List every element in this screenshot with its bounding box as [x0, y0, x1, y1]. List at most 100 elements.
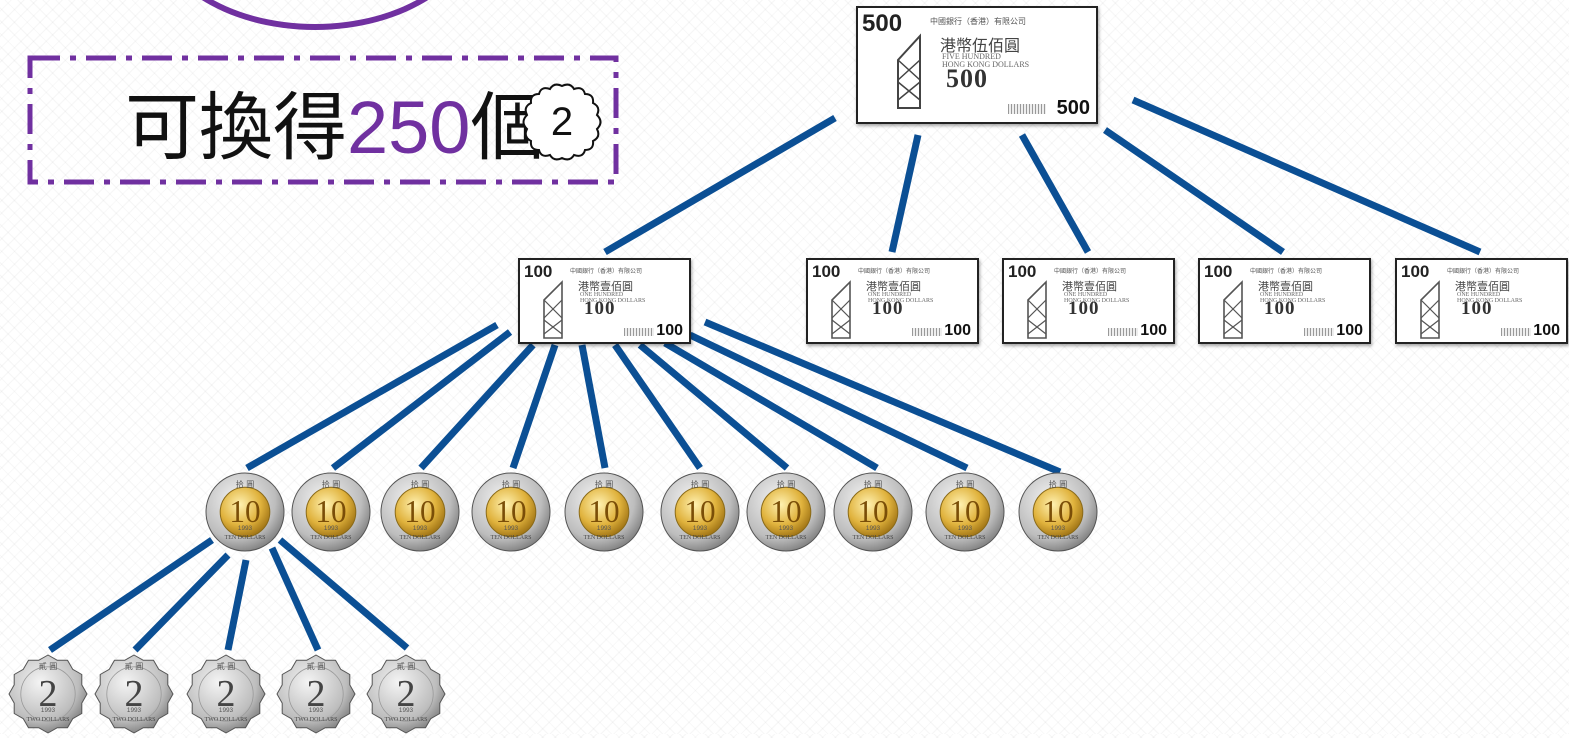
coin-value: 10 — [588, 493, 620, 529]
caption-box — [27, 55, 619, 185]
coin-top-text: 拾 圓 — [863, 480, 883, 490]
note-corner-value: 100 — [1204, 262, 1233, 281]
note-subtitle-2: HONG KONG DOLLARS — [580, 298, 646, 304]
coin-value: 10 — [315, 493, 347, 529]
coin-value: 10 — [857, 493, 889, 529]
bank-tower-icon — [897, 33, 921, 109]
note-corner-value: 100 — [1401, 262, 1430, 281]
step-badge-number: 2 — [550, 100, 574, 144]
coin-value: 2 — [306, 672, 326, 715]
coin-value: 10 — [1042, 493, 1074, 529]
connector-line — [1131, 96, 1482, 256]
ten-dollar-coin-icon — [746, 472, 826, 552]
coin-top-text: 拾 圓 — [501, 480, 521, 490]
connector-line — [224, 559, 250, 651]
coin-year: 1993 — [412, 524, 428, 532]
note-subtitle-1: ONE HUNDRED — [1260, 292, 1304, 298]
two-dollar-coin-icon — [276, 654, 356, 734]
note-barcode — [1304, 328, 1334, 336]
coin-top-text: 拾 圓 — [1048, 480, 1068, 490]
connector-line — [703, 318, 1062, 476]
coin-rim-text: TEN DOLLARS — [399, 535, 441, 542]
coin-rim-text: TEN DOLLARS — [852, 535, 894, 542]
note-subtitle-1: ONE HUNDRED — [580, 292, 624, 298]
coin-top-text: 拾 圓 — [594, 480, 614, 490]
connector-line — [277, 537, 410, 651]
bank-tower-icon — [1027, 280, 1047, 339]
coin-year: 1993 — [323, 524, 339, 532]
connector-line — [603, 114, 837, 256]
note-barcode — [1108, 328, 1138, 336]
note-mid-value: 100 — [1461, 298, 1493, 319]
note-subtitle-2: HONG KONG DOLLARS — [1260, 298, 1326, 304]
note-value: 100 — [1533, 322, 1560, 339]
connector-line — [612, 343, 703, 470]
coin-rim-text: TEN DOLLARS — [679, 535, 721, 542]
connector-line — [1103, 127, 1285, 255]
note-value: 100 — [656, 322, 683, 339]
note-title: 港幣伍佰圓 — [940, 36, 1021, 55]
caption-prefix: 可換得 — [125, 85, 347, 171]
note-subtitle-1: ONE HUNDRED — [1457, 292, 1501, 298]
note-bank-name: 中國銀行（香港）有限公司 — [930, 17, 1026, 26]
note-mid-value: 100 — [1068, 298, 1100, 319]
note-title: 港幣壹佰圓 — [1062, 280, 1117, 293]
coin-year: 1993 — [126, 706, 142, 714]
coin-rim-text: TWO DOLLARS — [204, 717, 248, 724]
coin-year: 1993 — [957, 524, 973, 532]
coin-top-text: 貳 圓 — [216, 662, 236, 672]
note-barcode — [912, 328, 942, 336]
ten-dollar-coin-icon — [925, 472, 1005, 552]
connector-line — [268, 546, 322, 652]
coin-top-text: 貳 圓 — [38, 662, 58, 672]
ten-dollar-coin-icon — [833, 472, 913, 552]
note-subtitle-2: HONG KONG DOLLARS — [1064, 298, 1130, 304]
ten-dollar-coin-icon — [471, 472, 551, 552]
coin-value: 10 — [684, 493, 716, 529]
coin-year: 1993 — [692, 524, 708, 532]
note-title: 港幣壹佰圓 — [1258, 280, 1313, 293]
coin-value: 10 — [770, 493, 802, 529]
note-title: 港幣壹佰圓 — [1455, 280, 1510, 293]
connector-line — [637, 342, 790, 471]
two-dollar-coin-icon — [8, 654, 88, 734]
coin-top-text: 貳 圓 — [396, 662, 416, 672]
note-subtitle-1: ONE HUNDRED — [868, 292, 912, 298]
bank-tower-icon — [1420, 280, 1440, 339]
coin-year: 1993 — [1050, 524, 1066, 532]
note-subtitle-1: FIVE HUNDRED — [942, 52, 1001, 61]
ten-dollar-coin-icon — [564, 472, 644, 552]
coin-year: 1993 — [778, 524, 794, 532]
coin-top-text: 貳 圓 — [124, 662, 144, 672]
connector-line — [688, 331, 969, 472]
ten-dollar-coin-icon — [291, 472, 371, 552]
caption-text: 可換得250個 — [125, 85, 544, 171]
coin-rim-text: TEN DOLLARS — [224, 535, 266, 542]
coin-value: 10 — [229, 493, 261, 529]
note-corner-value: 100 — [812, 262, 841, 281]
ten-dollar-coin-icon — [1018, 472, 1098, 552]
note-mid-value: 100 — [584, 298, 616, 319]
coin-top-text: 拾 圓 — [410, 480, 430, 490]
coin-top-text: 貳 圓 — [306, 662, 326, 672]
coin-top-text: 拾 圓 — [690, 480, 710, 490]
coin-top-text: 拾 圓 — [955, 480, 975, 490]
connector-line — [418, 342, 536, 471]
two-dollar-coin-icon — [366, 654, 446, 734]
connector-line — [330, 329, 513, 471]
caption-number: 250 — [347, 86, 471, 169]
coin-top-text: 拾 圓 — [776, 480, 796, 490]
note-corner-value: 500 — [862, 10, 903, 37]
note-title: 港幣壹佰圓 — [866, 280, 921, 293]
note-title: 港幣壹佰圓 — [578, 280, 633, 293]
ten-dollar-coin-icon — [205, 472, 285, 552]
